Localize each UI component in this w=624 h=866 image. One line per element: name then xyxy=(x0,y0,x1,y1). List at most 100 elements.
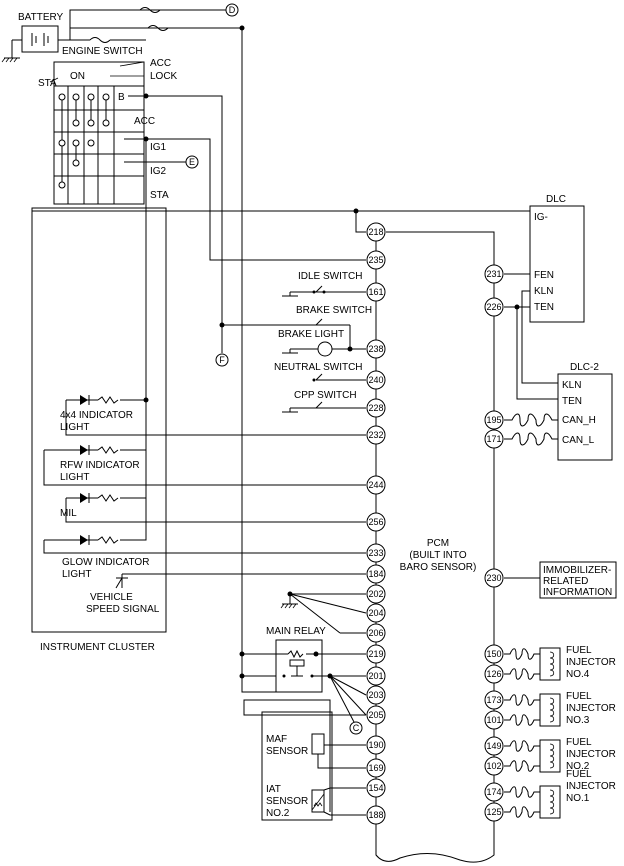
svg-text:NO.3: NO.3 xyxy=(566,715,590,726)
indicator-4x4: 4x4 INDICATOR LIGHT xyxy=(60,395,366,436)
svg-text:256: 256 xyxy=(368,517,383,527)
svg-text:SENSOR: SENSOR xyxy=(266,796,308,807)
svg-text:240: 240 xyxy=(368,375,383,385)
immobilizer-info: IMMOBILIZER- RELATED INFORMATION xyxy=(504,561,617,599)
svg-text:101: 101 xyxy=(486,715,501,725)
svg-text:INJECTOR: INJECTOR xyxy=(566,657,616,668)
svg-text:VEHICLE: VEHICLE xyxy=(90,592,133,603)
svg-text:STA: STA xyxy=(150,190,169,201)
instrument-cluster xyxy=(31,207,167,633)
svg-text:4x4 INDICATOR: 4x4 INDICATOR xyxy=(60,410,133,421)
svg-text:INJECTOR: INJECTOR xyxy=(566,781,616,792)
svg-text:RFW INDICATOR: RFW INDICATOR xyxy=(60,460,140,471)
svg-text:102: 102 xyxy=(486,761,501,771)
svg-text:FUEL: FUEL xyxy=(566,769,592,780)
svg-text:MAF: MAF xyxy=(266,734,287,745)
svg-text:205: 205 xyxy=(368,710,383,720)
svg-text:IMMOBILIZER-: IMMOBILIZER- xyxy=(543,565,611,576)
svg-text:(BUILT INTO: (BUILT INTO xyxy=(409,550,466,561)
svg-text:E: E xyxy=(189,157,195,167)
svg-text:NO.2: NO.2 xyxy=(266,808,290,819)
svg-text:226: 226 xyxy=(486,302,501,312)
svg-text:231: 231 xyxy=(486,269,501,279)
svg-text:174: 174 xyxy=(486,787,501,797)
svg-text:244: 244 xyxy=(368,480,383,490)
svg-text:INSTRUMENT CLUSTER: INSTRUMENT CLUSTER xyxy=(40,642,155,653)
svg-text:206: 206 xyxy=(368,628,383,638)
svg-text:BRAKE SWITCH: BRAKE SWITCH xyxy=(296,305,372,316)
svg-text:230: 230 xyxy=(486,573,501,583)
svg-text:204: 204 xyxy=(368,608,383,618)
svg-text:232: 232 xyxy=(368,430,383,440)
svg-text:LIGHT: LIGHT xyxy=(60,472,89,483)
cpp-switch: CPP SWITCH xyxy=(282,390,366,413)
svg-text:NEUTRAL SWITCH: NEUTRAL SWITCH xyxy=(274,362,363,373)
fuel-injector-1: FUEL INJECTOR NO.1 xyxy=(504,769,616,819)
svg-text:GLOW INDICATOR: GLOW INDICATOR xyxy=(62,557,149,568)
svg-text:169: 169 xyxy=(368,763,383,773)
svg-text:FUEL: FUEL xyxy=(566,645,592,656)
svg-text:125: 125 xyxy=(486,807,501,817)
svg-text:STA: STA xyxy=(38,78,57,89)
svg-text:SENSOR: SENSOR xyxy=(266,746,308,757)
fuel-injector-3: FUEL INJECTOR NO.3 xyxy=(504,691,616,727)
svg-text:IG2: IG2 xyxy=(150,166,167,177)
svg-text:RELATED: RELATED xyxy=(543,576,588,587)
svg-text:184: 184 xyxy=(368,569,383,579)
svg-text:228: 228 xyxy=(368,403,383,413)
pcm-ground xyxy=(280,591,367,634)
svg-text:201: 201 xyxy=(368,671,383,681)
svg-text:ACC: ACC xyxy=(134,116,155,127)
svg-text:NO.1: NO.1 xyxy=(566,793,590,804)
svg-text:D: D xyxy=(229,5,236,15)
svg-text:218: 218 xyxy=(368,227,383,237)
svg-text:CAN_H: CAN_H xyxy=(562,415,596,426)
svg-text:190: 190 xyxy=(368,740,383,750)
svg-text:FUEL: FUEL xyxy=(566,691,592,702)
svg-text:KLN: KLN xyxy=(534,286,553,297)
svg-text:F: F xyxy=(219,355,225,365)
svg-text:238: 238 xyxy=(368,344,383,354)
svg-text:INJECTOR: INJECTOR xyxy=(566,749,616,760)
svg-text:LOCK: LOCK xyxy=(150,71,178,82)
dlc: DLC IG- FEN KLN TEN xyxy=(529,194,585,323)
svg-text:CPP SWITCH: CPP SWITCH xyxy=(294,390,357,401)
svg-text:SPEED SIGNAL: SPEED SIGNAL xyxy=(86,604,160,615)
svg-text:B: B xyxy=(118,92,125,103)
svg-text:KLN: KLN xyxy=(562,380,581,391)
svg-text:CAN_L: CAN_L xyxy=(562,435,595,446)
svg-text:MIL: MIL xyxy=(60,508,77,519)
neutral-switch: NEUTRAL SWITCH xyxy=(274,362,366,382)
svg-text:IAT: IAT xyxy=(266,784,281,795)
svg-text:IG1: IG1 xyxy=(150,142,167,153)
svg-text:BATTERY: BATTERY xyxy=(18,12,64,23)
svg-text:IG-: IG- xyxy=(534,212,548,223)
svg-text:NO.2: NO.2 xyxy=(566,761,590,772)
svg-text:LIGHT: LIGHT xyxy=(62,569,91,580)
battery: BATTERY xyxy=(1,12,64,63)
svg-text:INFORMATION: INFORMATION xyxy=(543,587,612,598)
indicator-glow: GLOW INDICATOR LIGHT xyxy=(43,498,366,580)
svg-text:BARO SENSOR): BARO SENSOR) xyxy=(400,562,477,573)
svg-text:126: 126 xyxy=(486,669,501,679)
svg-text:ON: ON xyxy=(70,71,85,82)
svg-text:150: 150 xyxy=(486,649,501,659)
svg-text:BRAKE LIGHT: BRAKE LIGHT xyxy=(278,329,344,340)
svg-text:DLC-2: DLC-2 xyxy=(570,362,599,373)
svg-text:FUEL: FUEL xyxy=(566,737,592,748)
dlc-2: DLC-2 KLN TEN CAN_H CAN_L xyxy=(504,362,613,461)
pcm-left-pins: 218 235 161 238 240 228 232 244 256 233 … xyxy=(366,222,386,825)
svg-text:173: 173 xyxy=(486,695,501,705)
svg-text:TEN: TEN xyxy=(534,302,554,313)
svg-text:219: 219 xyxy=(368,649,383,659)
svg-text:PCM: PCM xyxy=(427,538,449,549)
svg-text:235: 235 xyxy=(368,255,383,265)
connector-d xyxy=(225,3,239,17)
maf-iat-sensor: MAF SENSOR IAT SENSOR NO.2 xyxy=(243,699,366,821)
svg-text:IDLE SWITCH: IDLE SWITCH xyxy=(298,271,362,282)
vehicle-speed-signal: VEHICLE SPEED SIGNAL xyxy=(86,573,366,615)
pcm: PCM (BUILT INTO BARO SENSOR) xyxy=(375,232,495,863)
svg-text:DLC: DLC xyxy=(546,194,566,205)
svg-text:195: 195 xyxy=(486,415,501,425)
pcm-right-pins: 231 226 195 171 230 150 126 173 101 149 … xyxy=(484,264,504,822)
